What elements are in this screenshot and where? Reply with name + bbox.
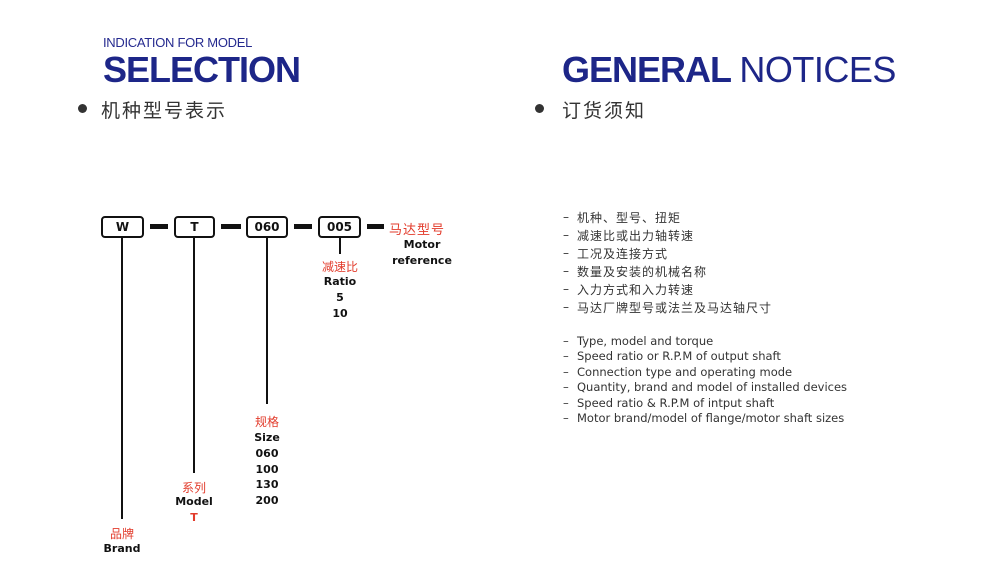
dash-separator xyxy=(367,224,384,229)
code-box-ratio: 005 xyxy=(318,216,361,238)
dash-separator xyxy=(294,224,312,229)
ratio-label-en: Ratio xyxy=(323,275,357,288)
size-label-cn: 规格 xyxy=(254,415,279,429)
notices-en-list: –Type, model and torque –Speed ratio or … xyxy=(563,333,847,426)
list-item: –Motor brand/model of flange/motor shaft… xyxy=(563,411,845,426)
ratio-label-cn: 减速比 xyxy=(321,260,358,274)
notices-title-bold: GENERAL xyxy=(562,49,731,90)
code-box-size: 060 xyxy=(246,216,288,238)
list-item: –减速比或出力轴转速 xyxy=(563,228,695,243)
bullet-icon xyxy=(78,104,87,113)
motor-label-en-2: reference xyxy=(392,254,452,267)
dash-icon: – xyxy=(563,246,570,260)
selection-title: SELECTION xyxy=(103,49,301,90)
dash-icon: – xyxy=(563,228,570,242)
dash-icon: – xyxy=(563,282,570,296)
motor-label-en: Motor xyxy=(403,238,441,251)
motor-label-cn: 马达型号 xyxy=(389,223,446,238)
brand-label-cn: 品牌 xyxy=(109,527,134,541)
list-item: –Connection type and operating mode xyxy=(563,364,793,379)
dash-separator xyxy=(150,224,168,229)
dash-icon: – xyxy=(563,333,569,348)
dash-icon: – xyxy=(563,380,569,395)
list-item: –Speed ratio & R.P.M of intput shaft xyxy=(563,395,775,410)
size-label-en: Size xyxy=(254,431,280,444)
dash-icon: – xyxy=(563,349,569,364)
list-item: –Type, model and torque xyxy=(563,333,714,348)
model-connector-line xyxy=(193,238,195,473)
size-connector-line xyxy=(266,238,268,404)
list-item: –马达厂牌型号或法兰及马达轴尺寸 xyxy=(563,300,773,315)
list-item: –数量及安装的机械名称 xyxy=(563,264,708,279)
size-value: 130 xyxy=(255,478,279,491)
notices-cn-list: –机种、型号、扭矩 –减速比或出力轴转速 –工况及连接方式 –数量及安装的机械名… xyxy=(563,208,772,316)
model-label-en: Model xyxy=(175,495,213,508)
bullet-icon xyxy=(535,104,544,113)
list-item: –工况及连接方式 xyxy=(563,246,669,261)
brand-connector-line xyxy=(121,238,123,519)
list-item: –机种、型号、扭矩 xyxy=(563,210,682,225)
ratio-value: 10 xyxy=(332,307,348,320)
notices-title-light: NOTICES xyxy=(739,49,896,90)
ratio-value: 5 xyxy=(336,291,344,304)
code-box-model: T xyxy=(174,216,215,238)
brand-label-en: Brand xyxy=(103,542,141,555)
notices-subtitle-cn: 订货须知 xyxy=(562,100,647,122)
dash-icon: – xyxy=(563,300,570,314)
dash-icon: – xyxy=(563,264,570,278)
dash-icon: – xyxy=(563,395,569,410)
ratio-connector-line xyxy=(339,238,341,254)
list-item: –入力方式和入力转速 xyxy=(563,282,695,297)
model-label-cn: 系列 xyxy=(181,481,206,495)
dash-separator xyxy=(221,224,241,229)
size-value: 060 xyxy=(255,447,279,460)
size-value: 200 xyxy=(255,494,279,507)
model-value: T xyxy=(190,511,198,524)
list-item: –Speed ratio or R.P.M of output shaft xyxy=(563,349,781,364)
dash-icon: – xyxy=(563,411,569,426)
dash-icon: – xyxy=(563,210,570,224)
code-box-brand: W xyxy=(101,216,144,238)
dash-icon: – xyxy=(563,364,569,379)
size-value: 100 xyxy=(255,463,279,476)
kicker-text: INDICATION FOR MODEL xyxy=(103,35,253,50)
selection-subtitle-cn: 机种型号表示 xyxy=(101,100,228,122)
list-item: –Quantity, brand and model of installed … xyxy=(563,380,848,395)
notices-title: GENERAL NOTICES xyxy=(562,52,896,88)
